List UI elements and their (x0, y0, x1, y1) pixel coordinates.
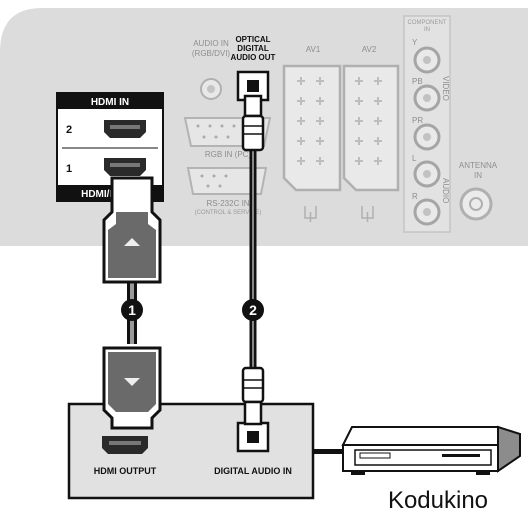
digital-audio-in-label: DIGITAL AUDIO IN (214, 466, 292, 476)
component-l-label: L (412, 154, 417, 163)
hdmi-port-1-label: 1 (66, 163, 72, 175)
device-link-bar (313, 449, 343, 454)
audio-in-rgb-dvi-port: AUDIO IN (RGB/DVI) (192, 39, 231, 100)
audio-group-label: AUDIO (441, 178, 450, 203)
home-theater-unit (341, 425, 521, 475)
component-in-panel: COMPONENT IN Y PB PR L R VIDEO AUDIO (403, 15, 451, 233)
component-pb-label: PB (412, 77, 423, 86)
av2-label: AV2 (362, 45, 377, 54)
rs232c-sublabel: (CONTROL & SERVICE) (195, 210, 262, 216)
audio-in-sublabel: (RGB/DVI) (192, 49, 231, 58)
av1-label: AV1 (306, 45, 321, 54)
antenna-label: ANTENNA (459, 161, 498, 170)
optical-label-3: AUDIO OUT (231, 53, 276, 62)
step-1-marker: 1 (121, 299, 143, 321)
component-y-label: Y (412, 38, 418, 47)
optical-label-2: DIGITAL (237, 44, 269, 53)
rs232c-label: RS-232C IN (206, 199, 249, 208)
component-r-label: R (412, 192, 418, 201)
step-2-marker: 2 (242, 299, 264, 321)
device-caption: Kodukino (388, 487, 488, 512)
optical-plug-bottom (241, 366, 265, 404)
component-sublabel: IN (424, 27, 430, 33)
optical-cable (241, 94, 265, 426)
hdmi-output-label: HDMI OUTPUT (94, 466, 157, 476)
antenna-in-port: ANTENNA IN (459, 161, 498, 221)
av1-scart-port: AV1 (282, 45, 342, 222)
component-pr-label: PR (412, 116, 423, 125)
optical-plug-top (243, 94, 263, 118)
optical-label-1: OPTICAL (235, 35, 270, 44)
source-device-box: HDMI OUTPUT DIGITAL AUDIO IN (67, 402, 315, 500)
hdmi-dvi-in-label: HDMI/DVI IN (81, 189, 139, 200)
rgb-in-label: RGB IN (PC) (205, 150, 252, 159)
hdmi-port-2-label: 2 (66, 124, 72, 136)
hdmi-cable (102, 176, 162, 430)
step-1-number: 1 (128, 302, 136, 318)
audio-in-label: AUDIO IN (193, 39, 229, 48)
component-label: COMPONENT (408, 20, 447, 26)
av2-scart-port: AV2 (342, 45, 400, 222)
step-2-number: 2 (249, 302, 257, 318)
antenna-sublabel: IN (474, 171, 482, 180)
hdmi-in-title: HDMI IN (91, 97, 129, 108)
rs232c-port: RS-232C IN (CONTROL & SERVICE) (186, 167, 268, 216)
video-group-label: VIDEO (441, 76, 450, 101)
